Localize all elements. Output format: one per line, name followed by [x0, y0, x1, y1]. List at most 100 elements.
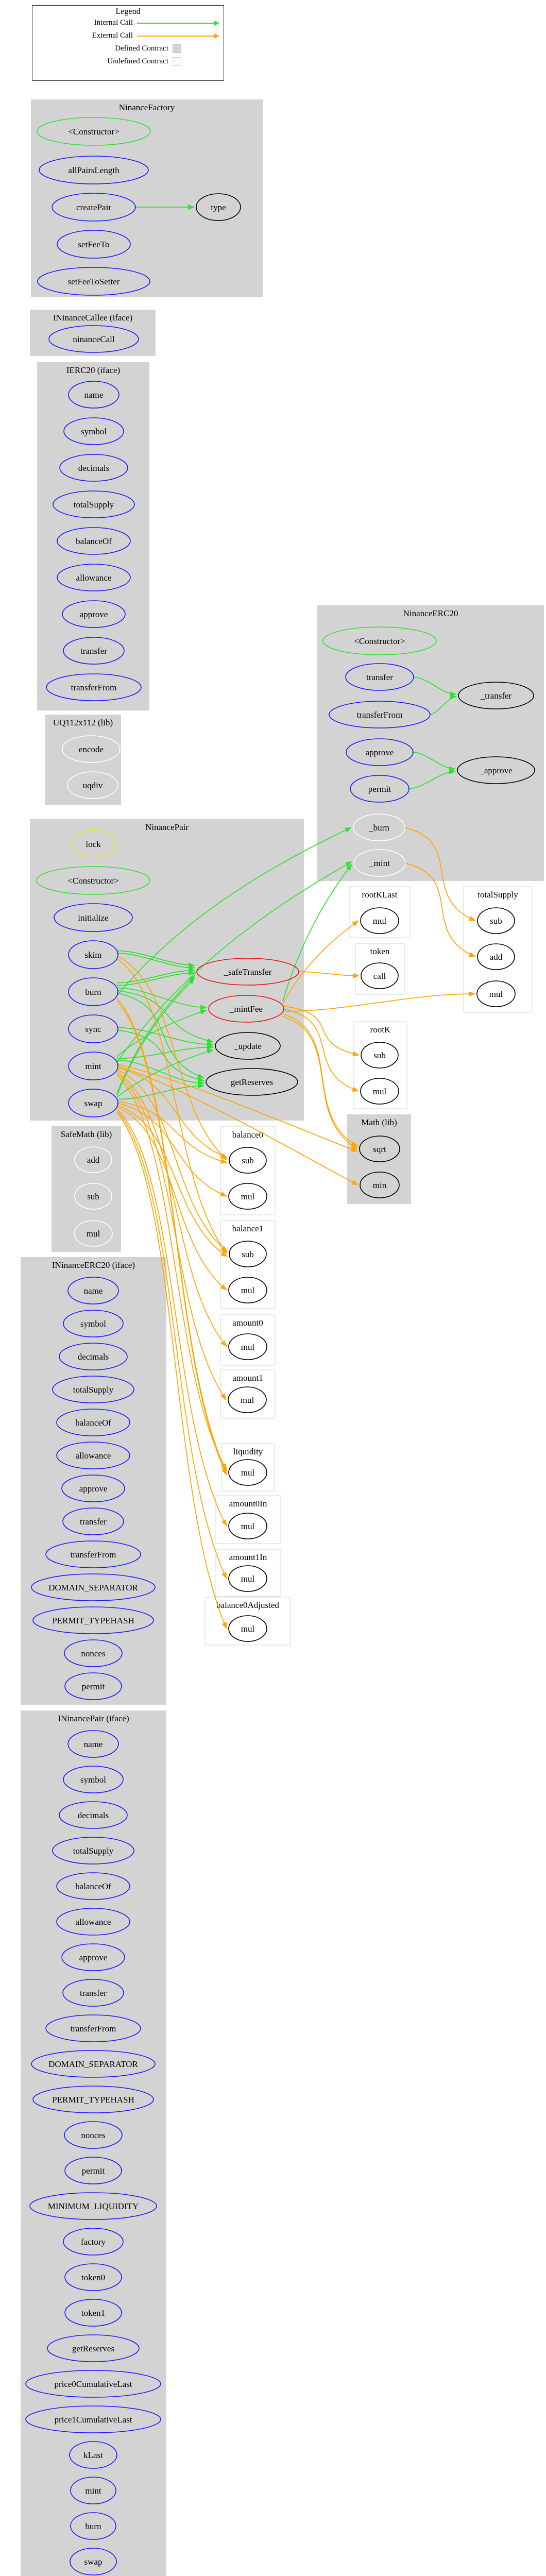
cluster-title-totalSupply: totalSupply	[477, 890, 518, 900]
edge-pair.mint-to-erc20._mint	[116, 861, 352, 1063]
edges	[116, 205, 476, 1629]
node-ipairiface-token1: token1	[64, 2299, 122, 2327]
node-ipairiface-DOMAIN_SEPARATOR: DOMAIN_SEPARATOR	[31, 2050, 156, 2078]
node-label-ierc20-balanceOf: balanceOf	[76, 536, 112, 546]
node-label-erc20-_transfer: _transfer	[480, 691, 512, 701]
legend-label-undefined-contract: Undefined Contract	[107, 57, 168, 65]
node-label-amount0In-mul: mul	[241, 1521, 255, 1531]
cluster-title-amount1: amount1	[232, 1373, 263, 1383]
node-amount1In-mul: mul	[228, 1565, 267, 1592]
node-ipairiface-swap: swap	[70, 2548, 117, 2575]
cluster-balance0Adjusted: balance0Adjusted	[204, 1597, 291, 1646]
node-ierc20iface-transfer: transfer	[62, 1507, 124, 1535]
node-balance1-sub: sub	[229, 1241, 267, 1267]
node-label-pair-_mintFee: _mintFee	[229, 1004, 263, 1014]
edge-pair._mintFee-to-rootK.sub	[282, 1006, 360, 1057]
node-label-totalSupply-mul: mul	[489, 989, 503, 999]
edge-pair.swap-to-balance1.sub	[116, 1104, 228, 1257]
edge-pair._mintFee-to-erc20._mint	[282, 863, 352, 1002]
node-label-ipairiface-approve: approve	[79, 1953, 108, 1962]
node-erc20-approve: approve	[346, 738, 414, 766]
node-label-ipairiface-mint: mint	[85, 2486, 101, 2496]
edge-pair.mint-to-pair._update	[116, 1044, 214, 1059]
edge-pair.mint-to-pair.getReserves	[116, 1060, 204, 1086]
cluster-balance0: balance0	[220, 1126, 276, 1215]
edge-pair._mintFee-to-rootKLast.mul	[282, 920, 359, 1004]
edge-pair.swap-to-amount0In.mul	[116, 1108, 227, 1527]
node-label-ipairiface-token1: token1	[81, 2308, 105, 2318]
node-label-ierc20iface-name: name	[84, 1286, 103, 1296]
cluster-title-erc20: NinanceERC20	[403, 608, 458, 618]
edge-erc20._burn-to-totalSupply.sub	[403, 827, 476, 921]
cluster-token: token	[355, 943, 405, 995]
edge-pair.burn-to-pair._safeTransfer	[116, 968, 195, 984]
edge-erc20._mint-to-totalSupply.add	[404, 862, 476, 957]
node-ipairiface-approve: approve	[61, 1943, 125, 1971]
node-ierc20iface-nonces: nonces	[64, 1639, 123, 1667]
cluster-title-balance0Adjusted: balance0Adjusted	[216, 1600, 279, 1610]
node-totalSupply-mul: mul	[476, 980, 516, 1007]
node-label-erc20-approve: approve	[366, 748, 394, 757]
node-ipairiface-burn: burn	[70, 2512, 116, 2540]
node-erc20-_transfer: _transfer	[458, 682, 534, 709]
node-balance0Adjusted-mul: mul	[228, 1615, 267, 1642]
node-label-ierc20iface-transferFrom: transferFrom	[71, 1550, 116, 1560]
node-ierc20-balanceOf: balanceOf	[57, 527, 131, 555]
cluster-amount0In: amount0In	[215, 1495, 281, 1544]
node-label-safemath-mul: mul	[87, 1229, 100, 1239]
node-uq-encode: encode	[62, 735, 121, 763]
node-label-liquidity-mul: mul	[241, 1468, 255, 1478]
node-label-erc20-_approve: _approve	[479, 766, 512, 775]
node-ipairiface-mint: mint	[70, 2477, 116, 2504]
cluster-title-amount1In: amount1In	[229, 1552, 267, 1562]
edge-erc20.transfer-to-erc20._transfer	[412, 676, 457, 697]
node-pair-getReserves: getReserves	[206, 1068, 298, 1096]
cluster-title-math: Math (lib)	[361, 1117, 397, 1127]
node-ipairiface-kLast: kLast	[69, 2441, 117, 2469]
edge-pair.mint-to-amount0.mul	[116, 1071, 227, 1347]
cluster-ierc20: IERC20 (iface)	[37, 362, 149, 710]
node-balance0-mul: mul	[228, 1183, 267, 1210]
edge-pair._mintFee-to-rootK.mul	[282, 1008, 359, 1092]
node-erc20-constructor: <Constructor>	[322, 626, 437, 655]
node-label-ipairiface-PERMIT_TYPEHASH: PERMIT_TYPEHASH	[52, 2095, 134, 2105]
edge-pair.skim-to-pair._safeTransfer	[116, 953, 195, 971]
cluster-title-liquidity: liquidity	[233, 1447, 263, 1456]
node-label-erc20-_burn: _burn	[368, 823, 389, 833]
node-pair-mint: mint	[68, 1052, 118, 1080]
edge-pair.sync-to-pair._update	[116, 1027, 214, 1047]
node-balance1-mul: mul	[228, 1277, 267, 1303]
node-ierc20-allowance: allowance	[57, 564, 131, 591]
node-label-pair-getReserves: getReserves	[231, 1077, 273, 1087]
node-label-ipairiface-kLast: kLast	[83, 2450, 103, 2460]
node-label-ierc20iface-decimals: decimals	[78, 1352, 109, 1362]
cluster-title-ierc20iface: INinanceERC20 (iface)	[52, 1260, 135, 1270]
cluster-title-token: token	[370, 946, 390, 956]
node-label-ierc20iface-symbol: symbol	[80, 1319, 106, 1329]
node-label-erc20-constructor: <Constructor>	[354, 636, 405, 646]
node-label-pair-constructor: <Constructor>	[67, 876, 118, 886]
node-ierc20-decimals: decimals	[59, 454, 128, 482]
cluster-title-ierc20: IERC20 (iface)	[66, 365, 120, 375]
legend: Legend Internal Call External Call Defin…	[32, 5, 224, 81]
node-erc20-_burn: _burn	[353, 814, 405, 841]
node-label-ierc20iface-approve: approve	[79, 1484, 108, 1494]
node-label-uq-uqdiv: uqdiv	[83, 781, 103, 790]
cluster-amount1In: amount1In	[215, 1549, 281, 1597]
edge-pair.swap-to-balance0.sub	[116, 1100, 228, 1164]
node-label-factory-type: type	[211, 202, 226, 212]
node-ierc20iface-PERMIT_TYPEHASH: PERMIT_TYPEHASH	[32, 1606, 154, 1634]
node-ipairiface-balanceOf: balanceOf	[56, 1872, 130, 1900]
node-ipairiface-totalSupply: totalSupply	[52, 1837, 134, 1865]
node-uq-uqdiv: uqdiv	[67, 771, 118, 799]
edge-pair.burn-to-erc20._burn	[116, 827, 352, 996]
node-rootK-sub: sub	[361, 1042, 399, 1069]
node-label-math-sqrt: sqrt	[373, 1144, 386, 1154]
node-ipairiface-symbol: symbol	[63, 1766, 124, 1793]
cluster-liquidity: liquidity	[221, 1443, 275, 1492]
node-label-balance0-mul: mul	[241, 1192, 255, 1201]
cluster-title-balance1: balance1	[232, 1224, 263, 1233]
